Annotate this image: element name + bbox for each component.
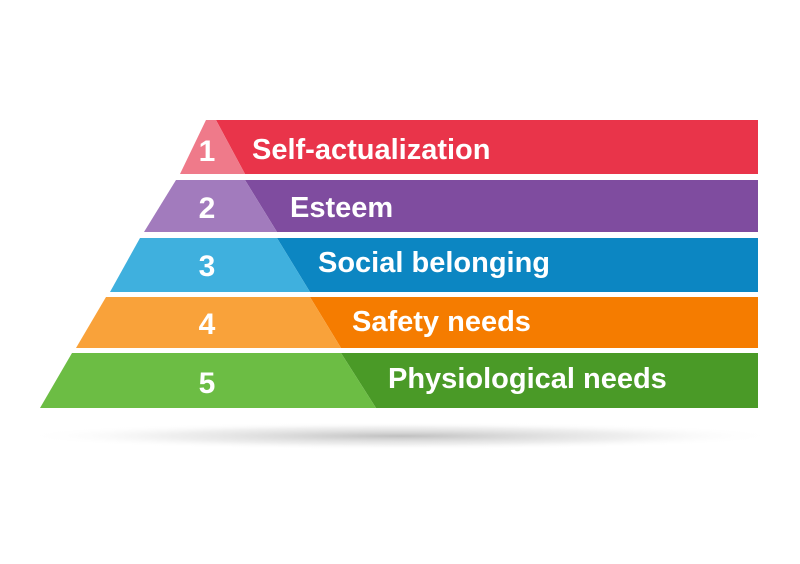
level-5-pyramid-segment [40, 353, 376, 408]
level-2-band [245, 180, 758, 232]
level-2-number: 2 [199, 192, 216, 225]
level-5-band [341, 353, 758, 408]
level-4: 4 Safety needs [76, 297, 758, 348]
level-5-number: 5 [199, 367, 216, 400]
level-3: 3 Social belonging [110, 238, 758, 292]
level-4-label: Safety needs [352, 306, 531, 338]
level-1: 1 Self-actualization [180, 120, 758, 174]
level-2: 2 Esteem [144, 180, 758, 232]
level-1-band [216, 120, 758, 174]
level-5-label: Physiological needs [388, 363, 667, 395]
level-1-pyramid-segment [180, 120, 245, 174]
level-4-band [310, 297, 758, 348]
level-2-pyramid-segment [144, 180, 277, 232]
level-4-number: 4 [199, 308, 216, 341]
level-3-number: 3 [199, 250, 216, 283]
level-3-pyramid-segment [110, 238, 310, 292]
level-5: 5 Physiological needs [40, 353, 758, 408]
level-4-pyramid-segment [76, 297, 341, 348]
level-1-number: 1 [199, 135, 216, 168]
level-1-label: Self-actualization [252, 134, 491, 166]
level-2-label: Esteem [290, 192, 393, 224]
level-3-label: Social belonging [318, 247, 550, 279]
level-3-band [277, 238, 758, 292]
floor-shadow [20, 422, 780, 450]
